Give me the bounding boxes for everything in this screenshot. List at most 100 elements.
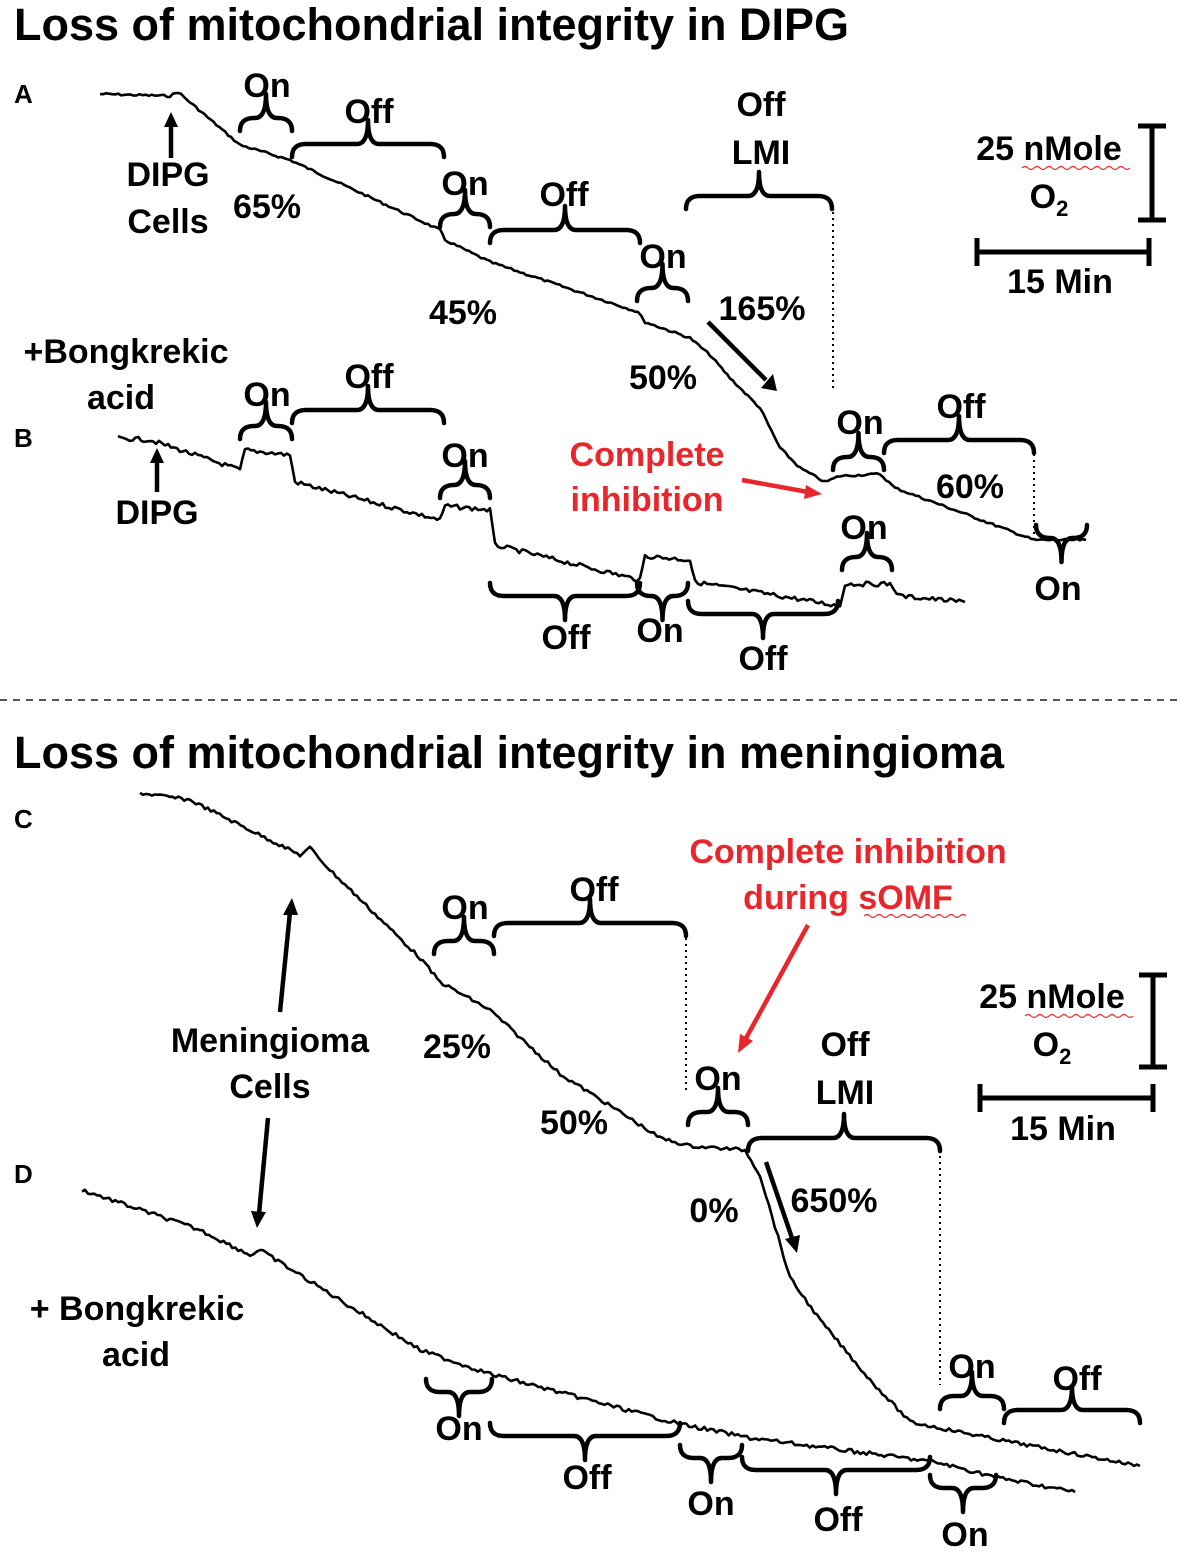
- label-b-off-1: Off: [344, 358, 394, 396]
- title-meningioma: Loss of mitochondrial integrity in menin…: [14, 727, 1005, 778]
- label-complete-inhibition-c: Complete inhibition: [689, 833, 1006, 871]
- label-d-on-3: On: [941, 1516, 988, 1554]
- label-a-on-4: On: [836, 404, 883, 442]
- label-d-off-2: Off: [813, 1501, 863, 1539]
- panel-label-d: D: [14, 1159, 33, 1189]
- brace-b-off-3: [685, 598, 841, 641]
- label-c-on-1: On: [441, 889, 488, 927]
- label-a-off-2: Off: [539, 176, 589, 214]
- brace-c-off-lmi: [745, 1111, 943, 1154]
- brace-b-on-1: [237, 399, 295, 442]
- label-d-bongkrekic: + Bongkrekic: [30, 1290, 244, 1328]
- brace-a-on-5: [1033, 522, 1090, 565]
- label-d-on-1: On: [435, 1410, 482, 1448]
- label-d-acid: acid: [102, 1336, 170, 1374]
- label-complete-inhibition-a2: inhibition: [571, 481, 724, 519]
- label-d-on-2: On: [687, 1485, 734, 1523]
- scale-bottom-y2: O2: [1033, 1026, 1072, 1069]
- label-c-off-1: Off: [569, 871, 619, 909]
- panel-label-a: A: [14, 79, 33, 109]
- trace-b: [117, 434, 966, 608]
- trace-c: [139, 791, 1141, 1468]
- scale-bar-top: 25 nMole O2 15 Min: [974, 123, 1166, 301]
- arrow-dipg-cells-head: [164, 112, 178, 127]
- red-arrow-a: [741, 477, 809, 495]
- arrow-meningioma-down-head: [251, 1211, 266, 1228]
- label-b-acid: acid: [87, 379, 155, 417]
- label-c-50: 50%: [540, 1104, 608, 1142]
- label-c-off-lmi: Off: [820, 1026, 870, 1064]
- brace-d-on-1: [423, 1376, 495, 1419]
- label-a-dipg: DIPG: [126, 156, 209, 194]
- label-c-cells: Cells: [229, 1068, 310, 1106]
- label-a-off-1: Off: [344, 93, 394, 131]
- black-arrows: [150, 112, 800, 1253]
- label-a-on-1: On: [243, 67, 290, 105]
- label-a-off-4: Off: [936, 388, 986, 426]
- arrow-650: [763, 1161, 795, 1239]
- label-a-on-3: On: [639, 238, 686, 276]
- brace-b-off-2: [487, 580, 643, 623]
- label-c-25: 25%: [423, 1028, 491, 1066]
- label-a-cells: Cells: [127, 203, 208, 241]
- label-c-0: 0%: [689, 1192, 738, 1230]
- scale-top-y2: O2: [1030, 178, 1069, 221]
- trace-d: [81, 1188, 1076, 1494]
- brace-b-on-3: [634, 580, 691, 623]
- arrow-meningioma-up-head: [283, 898, 298, 915]
- label-b-dipg: DIPG: [115, 494, 198, 532]
- label-b-on-1: On: [243, 376, 290, 414]
- scale-bottom-x: 15 Min: [1010, 1110, 1116, 1148]
- label-a-off-lmi: Off: [736, 86, 786, 124]
- scale-top-x: 15 Min: [1007, 263, 1113, 301]
- label-complete-inhibition-a: Complete: [570, 436, 725, 474]
- panel-label-c: C: [14, 804, 33, 834]
- arrow-meningioma-down: [256, 1117, 271, 1215]
- arrow-650-head: [785, 1235, 800, 1253]
- brace-d-off-1: [487, 1420, 683, 1463]
- red-arrow-c-head: [738, 1034, 753, 1053]
- label-a-45: 45%: [429, 294, 497, 332]
- title-dipg: Loss of mitochondrial integrity in DIPG: [14, 0, 849, 50]
- label-a-60: 60%: [936, 468, 1004, 506]
- brace-b-on-4: [839, 530, 895, 573]
- red-arrows: [738, 477, 822, 1053]
- trace-a: [99, 91, 1087, 542]
- brace-a-on-2: [437, 187, 493, 230]
- label-c-650: 650%: [791, 1182, 878, 1220]
- arrow-165: [706, 320, 768, 382]
- spellcheck-underline-top: [1021, 165, 1131, 171]
- spellcheck-underline-bottom: [1024, 1013, 1134, 1019]
- brace-a-on-1: [237, 91, 295, 134]
- brace-d-on-3: [927, 1472, 999, 1515]
- label-b-on-2: On: [441, 437, 488, 475]
- label-during-somf: during sOMF: [743, 879, 953, 917]
- label-b-bongkrekic: +Bongkrekic: [23, 333, 228, 371]
- label-b-off-2: Off: [541, 619, 591, 657]
- label-a-65: 65%: [233, 188, 301, 226]
- label-c-lmi: LMI: [816, 1074, 875, 1112]
- brace-a-on-4: [830, 430, 887, 473]
- brace-a-off-4: [881, 413, 1037, 456]
- label-a-on-2: On: [441, 165, 488, 203]
- label-d-off-1: Off: [562, 1459, 612, 1497]
- arrow-meningioma-up: [277, 911, 293, 1013]
- label-c-on-2: On: [694, 1060, 741, 1098]
- brace-c-on-2: [685, 1085, 751, 1128]
- label-b-off-3: Off: [738, 640, 788, 678]
- red-arrow-c: [743, 923, 810, 1042]
- spellcheck-underline-somf: [863, 913, 967, 919]
- brace-c-off-1: [491, 896, 689, 939]
- brace-a-off-2: [487, 203, 643, 246]
- label-a-on-5: On: [1034, 570, 1081, 608]
- brace-c-off-2: [1001, 1383, 1143, 1426]
- brace-b-off-1: [289, 383, 447, 426]
- arrow-dipg-b-head: [150, 448, 164, 463]
- red-arrow-a-head: [804, 485, 822, 499]
- scale-bar-bottom: 25 nMole O2 15 Min: [977, 972, 1167, 1148]
- brace-c-on-1: [431, 914, 497, 957]
- brace-d-on-2: [677, 1442, 745, 1485]
- oxygen-traces: [81, 91, 1141, 1494]
- label-a-lmi: LMI: [732, 134, 791, 172]
